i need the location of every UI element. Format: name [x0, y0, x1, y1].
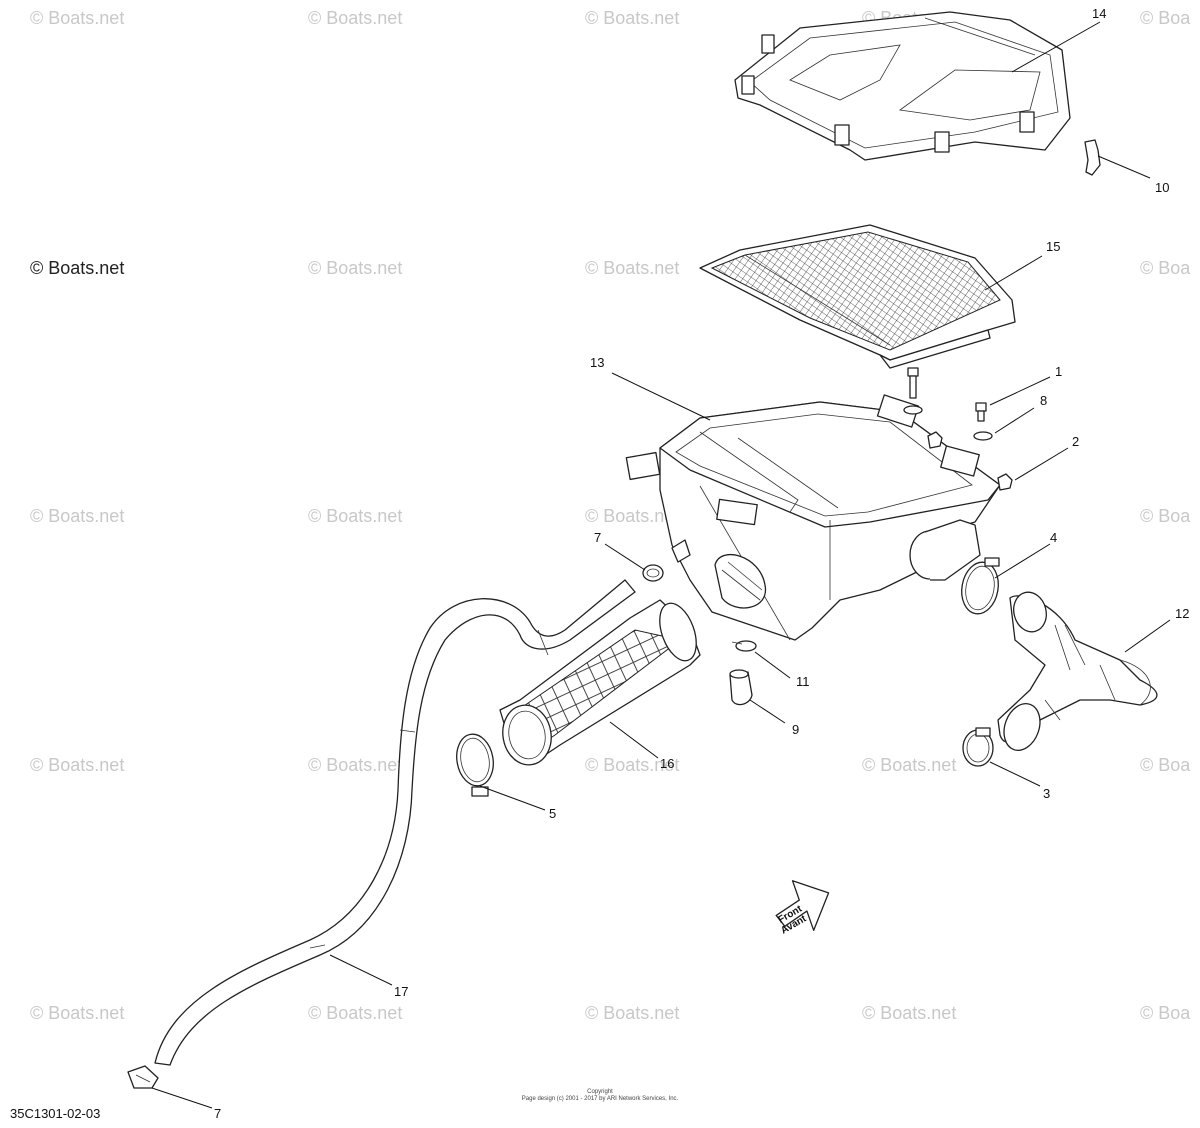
hose-clamp[interactable]: [453, 731, 497, 797]
watermark: © Boats.net: [30, 755, 124, 775]
watermark: © Boats.net: [862, 755, 956, 775]
front-arrow: Front Avant: [775, 880, 830, 937]
callout-12: 12: [1175, 606, 1189, 621]
callout-5: 5: [549, 806, 556, 821]
copyright-title: Copyright: [587, 1089, 613, 1095]
nut[interactable]: [997, 473, 1013, 491]
watermark: © Boats.net: [308, 8, 402, 28]
callout-labels: 14 10 15 13 1 8 2 7 4 12 11 9 16 5 3 17 …: [214, 6, 1189, 1121]
cover-latch: [934, 131, 950, 153]
air-filter[interactable]: [699, 224, 1016, 369]
watermark: © Boa: [1140, 8, 1191, 28]
callout-1: 1: [1055, 364, 1062, 379]
air-box-housing[interactable]: [625, 394, 1001, 641]
mount-bolt[interactable]: [903, 367, 923, 415]
cover-latch: [761, 34, 775, 54]
hose-clamp[interactable]: [127, 1065, 159, 1089]
callout-15: 15: [1046, 239, 1060, 254]
diagram-code: 35C1301-02-03: [10, 1106, 100, 1121]
nut[interactable]: [927, 431, 943, 449]
mount-bolt[interactable]: [975, 402, 987, 422]
watermark-grid: © Boats.net © Boats.net © Boats.net © Bo…: [30, 8, 1191, 1023]
watermark: © Boats.net: [308, 755, 402, 775]
callout-8: 8: [1040, 393, 1047, 408]
watermark: © Boats.net: [585, 8, 679, 28]
watermark: © Boats.net: [585, 1003, 679, 1023]
cover-latch: [1019, 111, 1035, 133]
spring-clip[interactable]: [731, 640, 757, 652]
cover-latch: [834, 124, 850, 146]
watermark: © Boats.net: [585, 506, 679, 526]
watermark: © Boa: [1140, 258, 1191, 278]
watermark: © Boats.net: [308, 1003, 402, 1023]
watermark: © Boats.net: [308, 506, 402, 526]
watermark-main: © Boats.net: [30, 258, 124, 278]
callout-16: 16: [660, 756, 674, 771]
watermark: © Boa: [1140, 1003, 1191, 1023]
hose-clamp[interactable]: [958, 557, 1002, 617]
cover-latch: [741, 75, 755, 95]
watermark: © Boats.net: [30, 8, 124, 28]
callout-11: 11: [796, 674, 810, 689]
watermark: © Boats.net: [585, 258, 679, 278]
watermark: © Boats.net: [30, 1003, 124, 1023]
leader-lines: [151, 21, 1171, 1109]
callout-7-lower: 7: [214, 1106, 221, 1121]
callout-3: 3: [1043, 786, 1050, 801]
cover-clip[interactable]: [1084, 139, 1101, 176]
callout-14: 14: [1092, 6, 1106, 21]
callout-9: 9: [792, 722, 799, 737]
watermark: © Boa: [1140, 506, 1191, 526]
watermark: © Boa: [1140, 755, 1191, 775]
outlet-duct[interactable]: [997, 589, 1158, 756]
drain-cap[interactable]: [729, 669, 753, 706]
washer[interactable]: [973, 431, 993, 441]
callout-10: 10: [1155, 180, 1169, 195]
watermark: © Boats.net: [862, 1003, 956, 1023]
callout-2: 2: [1072, 434, 1079, 449]
watermark: © Boats.net: [585, 755, 679, 775]
watermark: © Boats.net: [30, 506, 124, 526]
watermark: © Boats.net: [308, 258, 402, 278]
air-box-cover[interactable]: [734, 11, 1071, 161]
callout-7: 7: [594, 530, 601, 545]
callout-17: 17: [394, 984, 408, 999]
copyright-line: Page design (c) 2001 - 2017 by ARI Netwo…: [522, 1096, 679, 1102]
callout-4: 4: [1050, 530, 1057, 545]
hose-clamp[interactable]: [962, 727, 994, 767]
hose-clamp[interactable]: [642, 564, 664, 582]
breather-hose[interactable]: [154, 579, 636, 1066]
intake-bellows[interactable]: [498, 598, 703, 768]
callout-13: 13: [590, 355, 604, 370]
